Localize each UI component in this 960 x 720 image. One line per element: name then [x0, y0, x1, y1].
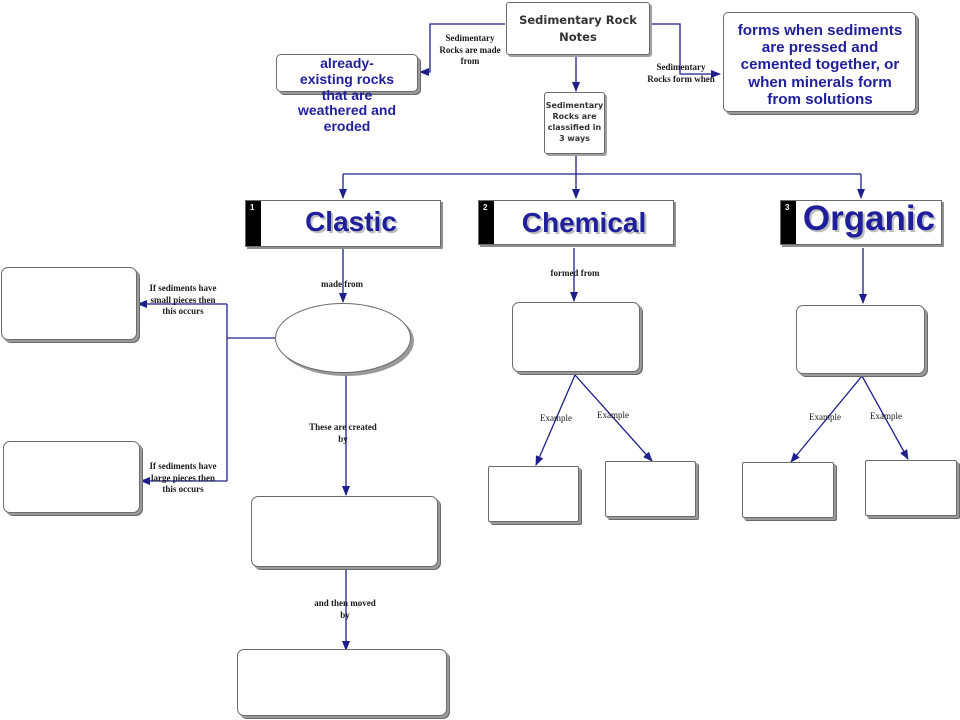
created-by-blank-box	[251, 496, 438, 567]
chemical-example-left-label: Example	[540, 413, 572, 423]
arrow-chemical-example-right	[574, 374, 653, 462]
title-node: Sedimentary Rock Notes	[506, 2, 650, 55]
category-chemical: 2 Chemical	[478, 200, 674, 245]
organic-example-right-box	[865, 460, 957, 516]
organic-example-right-label: Example	[870, 411, 902, 421]
made-from-answer: already- existing rocks that are weather…	[297, 55, 397, 135]
chemical-example-right-label: Example	[597, 410, 629, 420]
clastic-made-from-label: made from	[320, 279, 364, 289]
moved-by-label: and then moved by	[314, 598, 376, 620]
arrow-to-made-from-answer	[419, 23, 505, 76]
category-number: 1	[246, 201, 261, 246]
category-number: 2	[479, 201, 494, 244]
arrow-organic-example-left	[790, 375, 863, 463]
arrow-chemical-example-left	[535, 374, 576, 466]
category-number: 3	[781, 201, 796, 244]
category-clastic: 1 Clastic	[245, 200, 441, 247]
category-title: Clastic	[305, 205, 397, 237]
form-when-answer: forms when sediments are pressed and cem…	[737, 22, 903, 108]
large-pieces-blank-box	[3, 441, 140, 513]
chemical-blank-box	[512, 302, 640, 372]
category-title: Chemical	[521, 206, 647, 238]
chemical-example-left-box	[488, 466, 579, 522]
made-from-answer-box	[276, 54, 418, 92]
category-organic: 3 Organic	[780, 198, 942, 245]
made-from-link-label: Sedimentary Rocks are made from	[439, 33, 501, 67]
chemical-example-right-box	[605, 461, 696, 517]
clastic-blank-oval	[275, 303, 411, 373]
arrow-to-form-when-answer	[652, 23, 721, 78]
form-when-answer-box	[723, 12, 916, 112]
organic-example-left-label: Example	[809, 412, 841, 422]
organic-blank-box	[796, 305, 925, 374]
arrow-organic-example-right	[861, 375, 909, 460]
created-by-label: These are created by	[309, 422, 377, 444]
small-pieces-blank-box	[1, 267, 137, 340]
small-pieces-label: If sediments have small pieces then this…	[149, 283, 217, 317]
chemical-formed-from-label: formed from	[550, 268, 600, 278]
classify-node: Sedimentary Rocks are classified in 3 wa…	[544, 92, 605, 154]
form-when-link-label: Sedimentary Rocks form when	[647, 62, 715, 84]
organic-example-left-box	[742, 462, 834, 518]
category-title: Organic	[802, 198, 936, 238]
large-pieces-label: If sediments have large pieces then this…	[149, 461, 217, 495]
moved-by-blank-box	[237, 649, 447, 716]
